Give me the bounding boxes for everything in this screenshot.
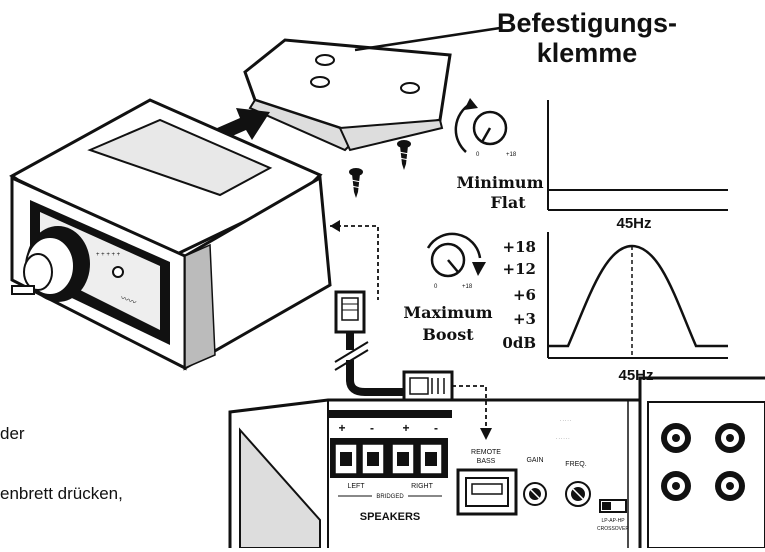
crossover-switch	[599, 499, 627, 513]
graph-flat-freq-label: 45Hz	[616, 215, 651, 232]
remote-label-2: BASS	[477, 458, 496, 465]
clamp-title: Befestigungs- klemme	[492, 8, 682, 68]
knob-min-line2: Flat	[490, 193, 526, 212]
svg-text:+18: +18	[506, 152, 517, 158]
knob-maximum-icon: 0 +18	[426, 232, 486, 290]
terminal-sign: -	[370, 421, 374, 435]
svg-text:0: 0	[476, 152, 480, 158]
gain-label: GAIN	[526, 457, 543, 464]
db-label: 0dB	[502, 334, 536, 352]
freq-label: FREQ.	[565, 461, 586, 468]
terminal-sign: +	[402, 421, 409, 435]
bridged-label: BRIDGED	[376, 494, 404, 500]
db-label: +18	[503, 238, 536, 256]
terminal-sign: +	[338, 421, 345, 435]
graph-flat: 45Hz	[547, 100, 728, 232]
speakers-label: SPEAKERS	[360, 511, 421, 523]
freq-knob-icon: · · · · · · · · · · ·	[556, 418, 591, 507]
mounting-clamp	[243, 26, 501, 152]
knob-min-line1: Minimum	[457, 173, 544, 192]
cut-text-line1: der	[0, 424, 25, 443]
power-terminals	[647, 401, 765, 549]
svg-text:0: 0	[434, 284, 438, 290]
remote-bass-port	[456, 468, 518, 516]
amplifier-panel: + - + - LEFT RIGHT BRIDGED SPEAKERS REMO…	[228, 376, 765, 549]
knob-minimum-icon: 0 +18	[454, 98, 517, 158]
remote-bass-control-unit: + + + + + 〰〰	[9, 98, 332, 371]
knob-max-line2: Boost	[422, 325, 474, 344]
gain-knob-icon	[523, 482, 547, 506]
knob-max-line1: Maximum	[403, 303, 492, 322]
right-label: RIGHT	[411, 483, 434, 490]
svg-text:+ + + + +: + + + + +	[96, 252, 121, 258]
screw-icon	[397, 140, 411, 170]
graph-boost: +18 +12 +6 +3 0dB 45Hz	[502, 232, 728, 384]
terminal-sign: -	[434, 421, 438, 435]
clamp-title-line1: Befestigungs-	[496, 8, 677, 38]
cut-text-line2: enbrett drücken,	[0, 484, 123, 503]
speaker-terminals	[330, 438, 448, 478]
db-label: +3	[513, 310, 536, 328]
crossover-label-2: CROSSOVER	[597, 526, 629, 532]
graph-boost-freq-label: 45Hz	[618, 367, 653, 384]
svg-text:· · · · · ·: · · · · · ·	[556, 436, 570, 441]
svg-text:+18: +18	[462, 284, 473, 290]
screw-icon	[349, 168, 363, 198]
remote-label-1: REMOTE	[471, 449, 501, 456]
clamp-title-line2: klemme	[536, 38, 638, 68]
crossover-label-1: LP-AP-HP	[601, 518, 625, 524]
db-label: +12	[503, 260, 536, 278]
svg-text:· · · · ·: · · · · ·	[560, 418, 571, 423]
left-label: LEFT	[347, 483, 365, 490]
db-label: +6	[513, 286, 536, 304]
